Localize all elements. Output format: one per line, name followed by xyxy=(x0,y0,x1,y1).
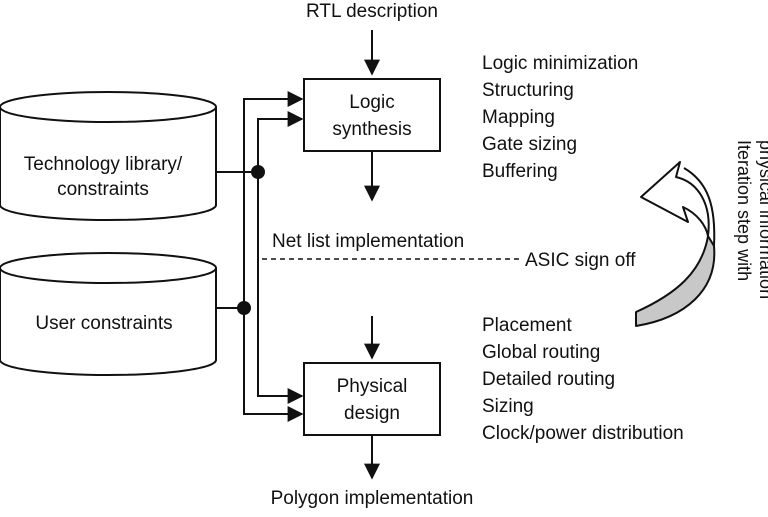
physical-box-line-2: design xyxy=(344,403,400,424)
physical-step-item: Clock/power distribution xyxy=(482,423,684,444)
user-constraints-junction-dot xyxy=(237,301,251,315)
asic-signoff-label: ASIC sign off xyxy=(525,250,636,271)
constraint-connections xyxy=(216,91,304,422)
physical-design-box: Physical design xyxy=(303,362,441,436)
logic-step-item: Logic minimization xyxy=(482,53,638,74)
tech-library-line-2: constraints xyxy=(57,179,149,200)
physical-step-item: Sizing xyxy=(482,396,534,417)
user-constraints-database: User constraints xyxy=(0,252,217,376)
tech-library-line-1: Technology library/ xyxy=(24,154,183,175)
physical-step-item: Detailed routing xyxy=(482,369,615,390)
iteration-label-line-1: Iteration step with xyxy=(734,140,754,281)
physical-step-item: Placement xyxy=(482,315,572,336)
user-constraints-label: User constraints xyxy=(35,313,172,334)
iteration-label: Iteration step with physical information xyxy=(734,140,768,299)
logic-step-item: Buffering xyxy=(482,161,558,182)
logic-box-line-1: Logic xyxy=(349,92,394,113)
polygon-implementation-label: Polygon implementation xyxy=(271,488,474,509)
rtl-description-label: RTL description xyxy=(306,1,438,22)
logic-step-item: Structuring xyxy=(482,80,574,101)
physical-steps-list: Placement Global routing Detailed routin… xyxy=(482,315,684,444)
netlist-label: Net list implementation xyxy=(272,231,464,252)
logic-step-item: Mapping xyxy=(482,107,555,128)
logic-synthesis-box: Logic synthesis xyxy=(303,78,441,152)
tech-library-junction-dot xyxy=(251,165,265,179)
iteration-curved-arrow xyxy=(635,161,716,327)
physical-box-line-1: Physical xyxy=(337,376,408,397)
iteration-label-line-2: physical information xyxy=(756,140,768,299)
logic-steps-list: Logic minimization Structuring Mapping G… xyxy=(482,53,638,182)
technology-library-database: Technology library/ constraints xyxy=(0,91,217,221)
physical-step-item: Global routing xyxy=(482,342,600,363)
logic-step-item: Gate sizing xyxy=(482,134,577,155)
logic-box-line-2: synthesis xyxy=(332,119,411,140)
